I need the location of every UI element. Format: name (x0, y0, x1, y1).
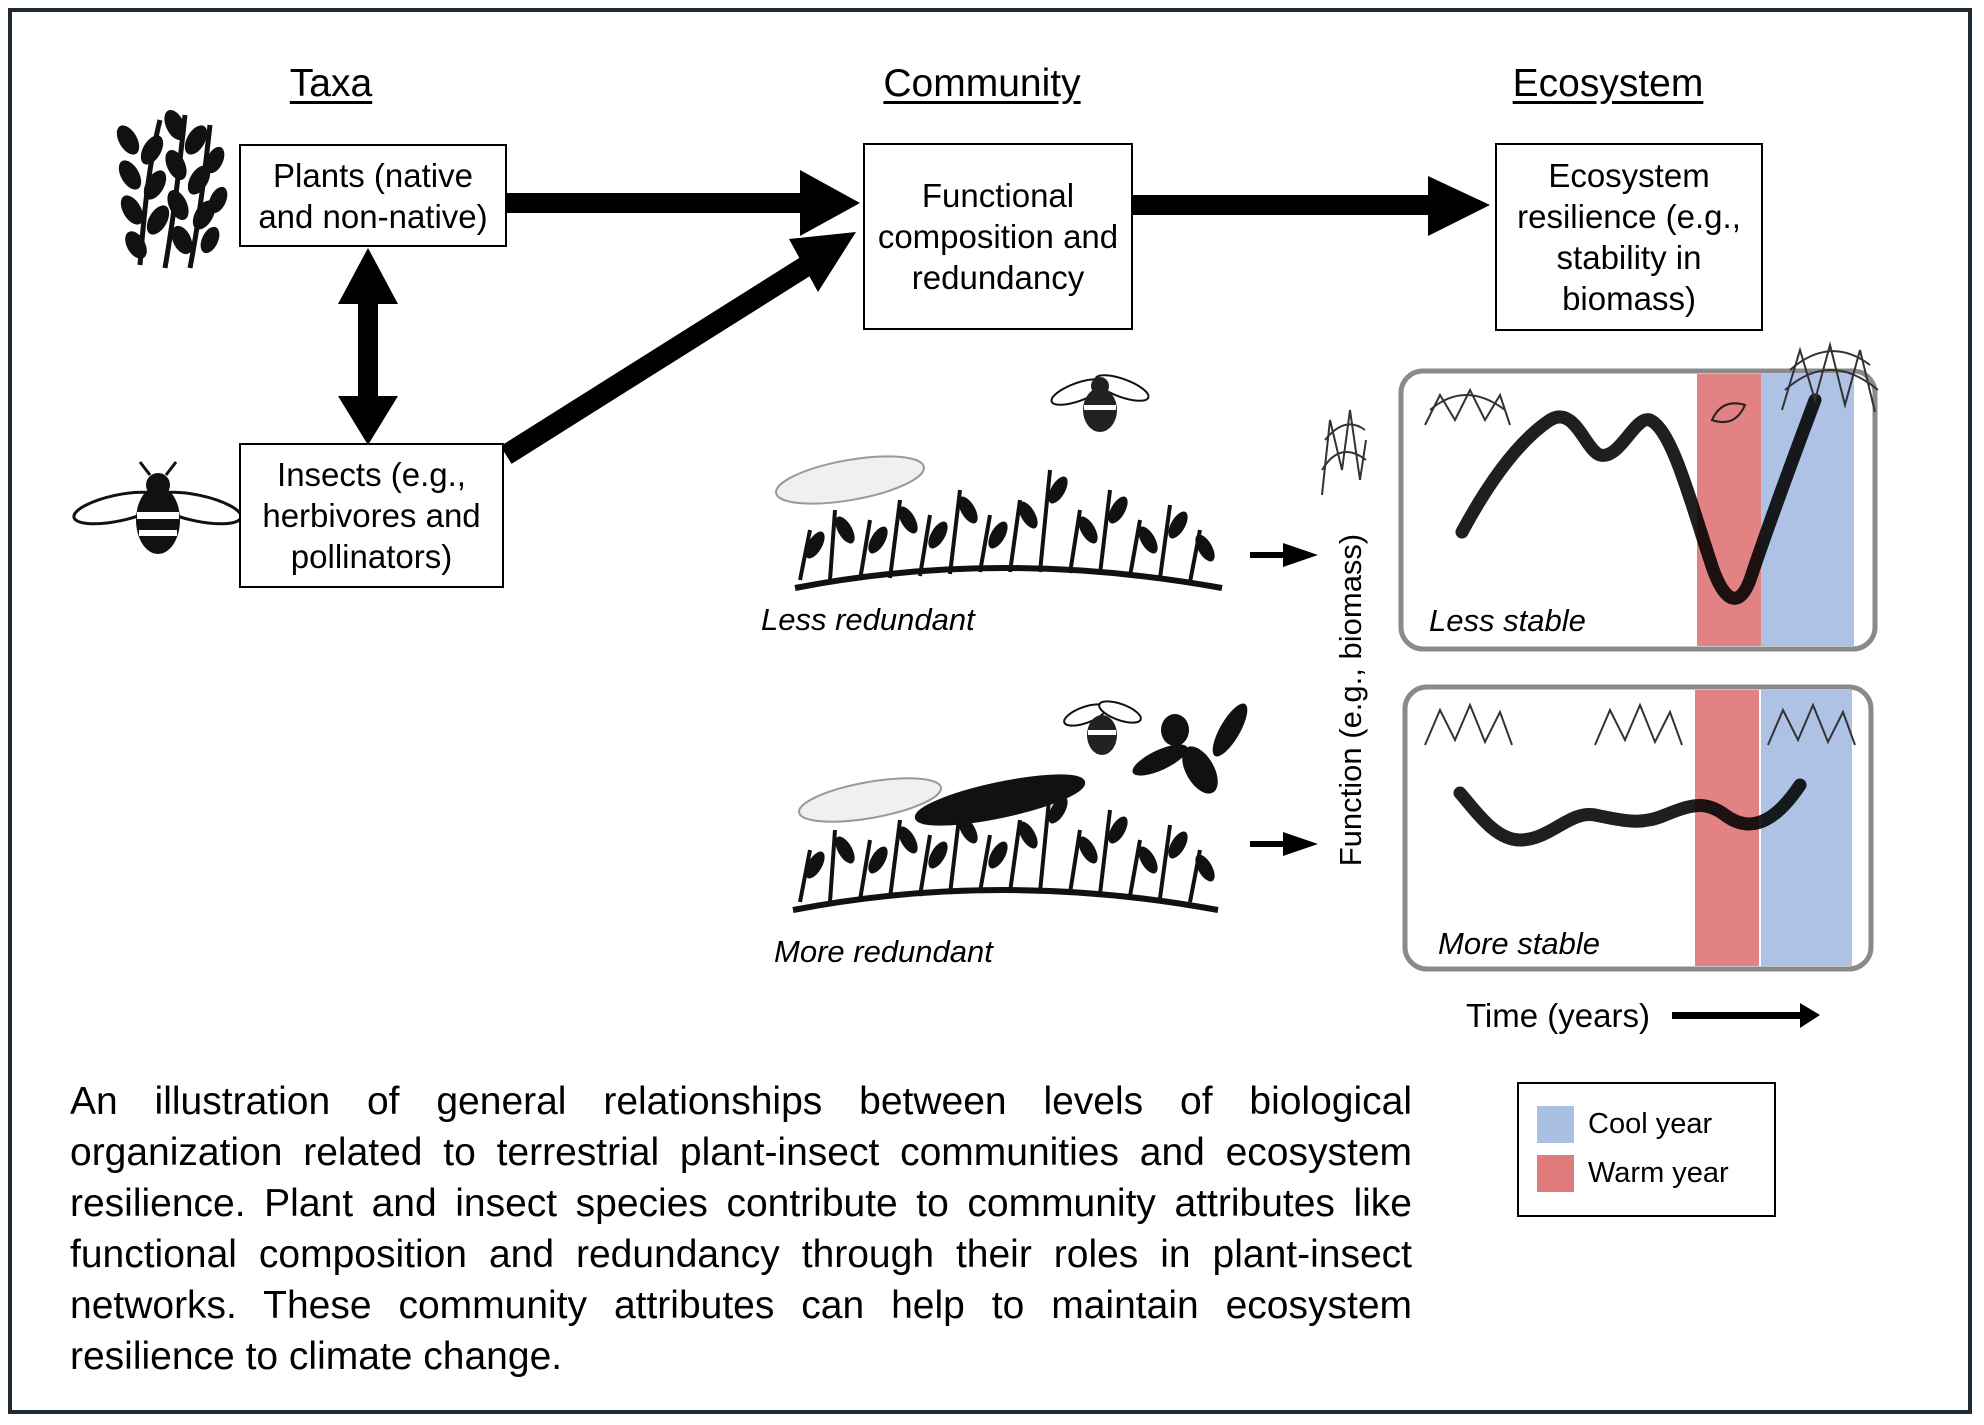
label-less-redundant: Less redundant (761, 602, 975, 637)
community-box: Functional composition and redundancy (863, 143, 1133, 330)
arrow-more-redundant-to-more-stable (1250, 832, 1318, 856)
y-axis-label: Function (e.g., biomass) (1333, 533, 1368, 867)
legend-item-cool: Cool year (1537, 1106, 1712, 1143)
less-stable-curve (1455, 393, 1822, 605)
plant-sprig-icon (116, 110, 228, 269)
meadow-less-redundant (775, 455, 1223, 591)
figure-frame (8, 8, 1972, 1414)
legend-swatch-warm (1537, 1155, 1574, 1192)
arrow-less-redundant-to-less-stable (1250, 543, 1318, 567)
label-more-redundant: More redundant (774, 934, 993, 969)
arrow-insects-to-community (500, 232, 856, 464)
bee-more-redundant-icon (1063, 700, 1142, 755)
arrow-plants-to-community (505, 170, 860, 236)
less-stable-panel (1398, 341, 1879, 652)
more-stable-curve (1453, 778, 1807, 847)
plants-box: Plants (native and non-native) (239, 144, 507, 247)
wasp-icon (1132, 703, 1248, 794)
bee-small-icon (1050, 374, 1150, 432)
bee-icon (72, 461, 243, 554)
more-stable-panel (1402, 684, 1874, 972)
heading-taxa: Taxa (289, 62, 373, 105)
insects-box: Insects (e.g., herbivores and pollinator… (239, 443, 504, 588)
heading-ecosystem: Ecosystem (1512, 62, 1704, 105)
arrow-community-to-ecosystem (1133, 176, 1490, 236)
ecosystem-box: Ecosystem resilience (e.g., stability in… (1495, 143, 1763, 331)
cool-band-bottom (1761, 690, 1852, 966)
label-more-stable: More stable (1438, 926, 1600, 961)
legend-label-cool: Cool year (1588, 1108, 1713, 1140)
heading-community: Community (883, 62, 1081, 105)
legend: Cool year Warm year (1517, 1082, 1776, 1217)
shrub-icon (1321, 409, 1367, 496)
warm-band-top (1697, 374, 1761, 646)
label-less-stable: Less stable (1429, 603, 1586, 638)
arrow-plants-insects-bidirectional (338, 248, 398, 445)
legend-swatch-cool (1537, 1106, 1574, 1143)
time-arrow (1672, 1003, 1820, 1028)
meadow-more-redundant (792, 774, 1219, 913)
x-axis-label: Time (years) (1466, 997, 1650, 1034)
legend-label-warm: Warm year (1588, 1157, 1729, 1189)
figure-caption: An illustration of general relationships… (70, 1080, 1412, 1378)
legend-item-warm: Warm year (1537, 1155, 1729, 1192)
